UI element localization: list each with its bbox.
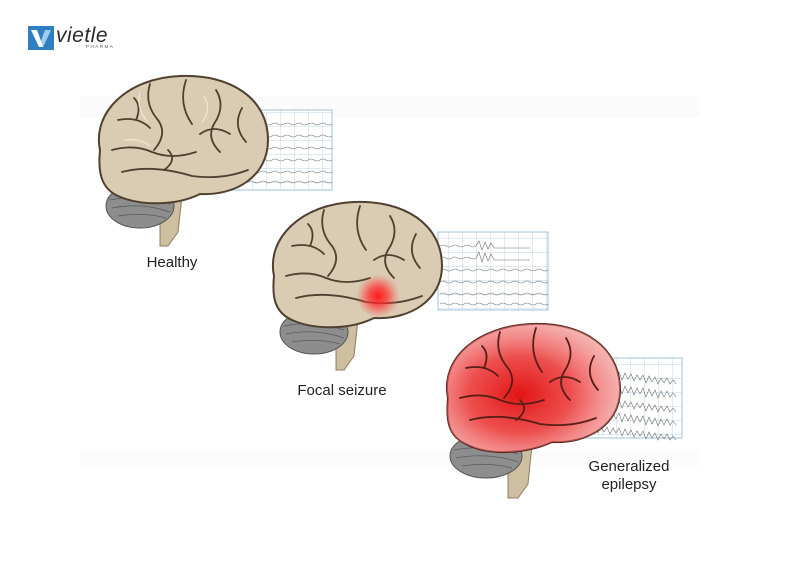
generalized-epilepsy-label: Generalized epilepsy — [574, 458, 684, 494]
generalized-sulci — [459, 327, 599, 427]
logo-subtitle: PHARMA — [86, 44, 115, 49]
vietle-logo-mark-icon — [28, 26, 54, 50]
focal-eeg-panel — [437, 231, 549, 311]
logo-wordmark: vietle — [56, 24, 109, 47]
generalized-label-line1: Generalized — [588, 458, 670, 475]
healthy-sulci — [111, 79, 249, 179]
vietle-logo: vietle PHARMA — [28, 24, 138, 54]
healthy-brain-group — [97, 74, 333, 247]
generalized-brain-group — [445, 322, 683, 499]
focal-seizure-spot — [356, 274, 400, 318]
generalized-seizure-spread — [446, 323, 620, 453]
generalized-label-line2: epilepsy — [601, 476, 657, 493]
healthy-label: Healthy — [146, 254, 198, 271]
healthy-cortex — [97, 74, 270, 205]
focal-seizure-label: Focal seizure — [297, 382, 387, 399]
focal-brain-group — [271, 200, 549, 371]
